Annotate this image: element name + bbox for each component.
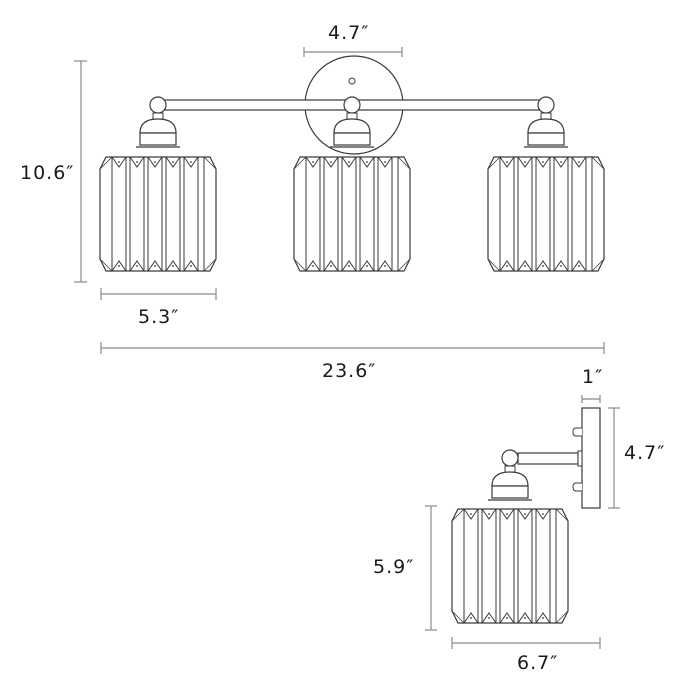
crystal-shade-right [487, 156, 605, 272]
dim-label-backplate-width: 4.7″ [328, 22, 370, 44]
front-view [99, 55, 605, 272]
dim-label-backplate-depth: 1″ [582, 366, 604, 388]
dim-label-overall-height: 10.6″ [20, 162, 75, 184]
dim-label-overall-width: 23.6″ [322, 360, 377, 382]
dim-label-backplate-height: 4.7″ [624, 442, 666, 464]
front-dimension-lines [74, 47, 605, 354]
side-view [451, 407, 601, 624]
side-backplate [581, 407, 601, 509]
dim-label-shade-width: 5.3″ [138, 306, 180, 328]
crystal-shade-left [99, 156, 217, 272]
side-dimension-lines [425, 395, 620, 649]
dim-label-shade-height: 5.9″ [373, 556, 415, 578]
dim-label-overall-projection: 6.7″ [517, 652, 559, 674]
crystal-shade-center [293, 156, 411, 272]
side-crystal-shade [451, 508, 569, 624]
